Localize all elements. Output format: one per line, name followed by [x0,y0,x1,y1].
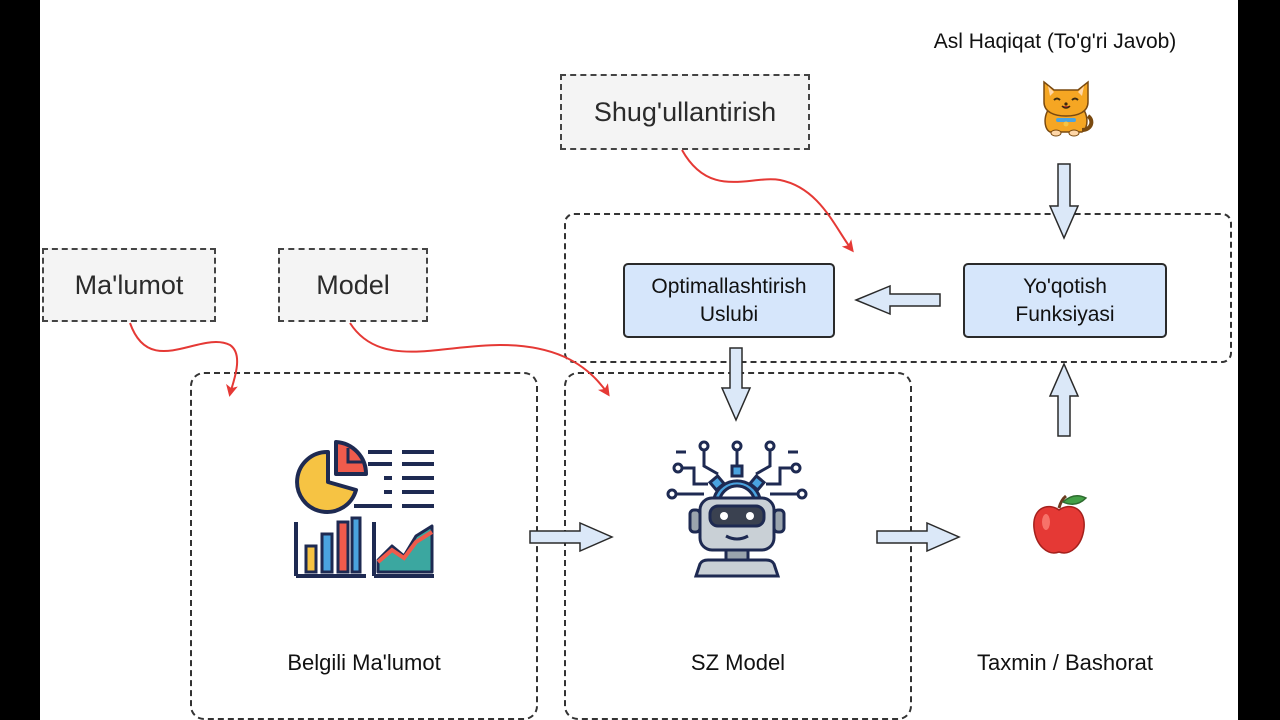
data-tag-label: Ma'lumot [74,269,184,300]
block-arrow-truth-to-loss [1048,163,1080,240]
block-arrow-optimizer-to-model [720,347,752,422]
loss-label-line1: Yo'qotish [1023,274,1107,298]
optimizer-label-line1: Optimallashtirish [651,274,807,298]
cat-icon [1043,80,1094,137]
apple-icon [1033,494,1088,554]
training-tag: Shug'ullantirish [560,74,810,150]
curve-arrow-training [681,149,854,253]
block-arrow-data-to-model [529,521,614,553]
data-analytics-icon [294,440,434,578]
arrows-layer [129,149,1080,553]
curve-arrow-data [129,322,239,397]
model-tag: Model [278,248,428,322]
prediction-caption: Taxmin / Bashorat [976,650,1154,675]
labeled-data-caption: Belgili Ma'lumot [287,650,441,675]
block-arrow-loss-to-optimizer [854,284,941,316]
data-tag: Ma'lumot [42,248,216,322]
ground-truth-caption: Asl Haqiqat (To'g'ri Javob) [933,30,1177,53]
loss-label-line2: Funksiyasi [1015,302,1115,326]
training-tag-label: Shug'ullantirish [593,96,777,127]
optimizer-box: Optimallashtirish Uslubi [623,263,835,338]
block-arrow-model-to-prediction [876,521,961,553]
model-tag-label: Model [316,269,390,300]
block-arrow-prediction-to-loss [1048,362,1080,437]
training-loop-group [564,213,1232,363]
loss-function-box: Yo'qotish Funksiyasi [963,263,1167,338]
curve-arrow-model [349,322,610,397]
optimizer-label-line2: Uslubi [699,302,759,326]
robot-head-icon [666,440,808,578]
diagram-canvas: Ma'lumot Model Shug'ullantirish Optimall… [40,0,1238,720]
ai-model-caption: SZ Model [690,650,786,675]
labeled-data-group [190,372,538,720]
